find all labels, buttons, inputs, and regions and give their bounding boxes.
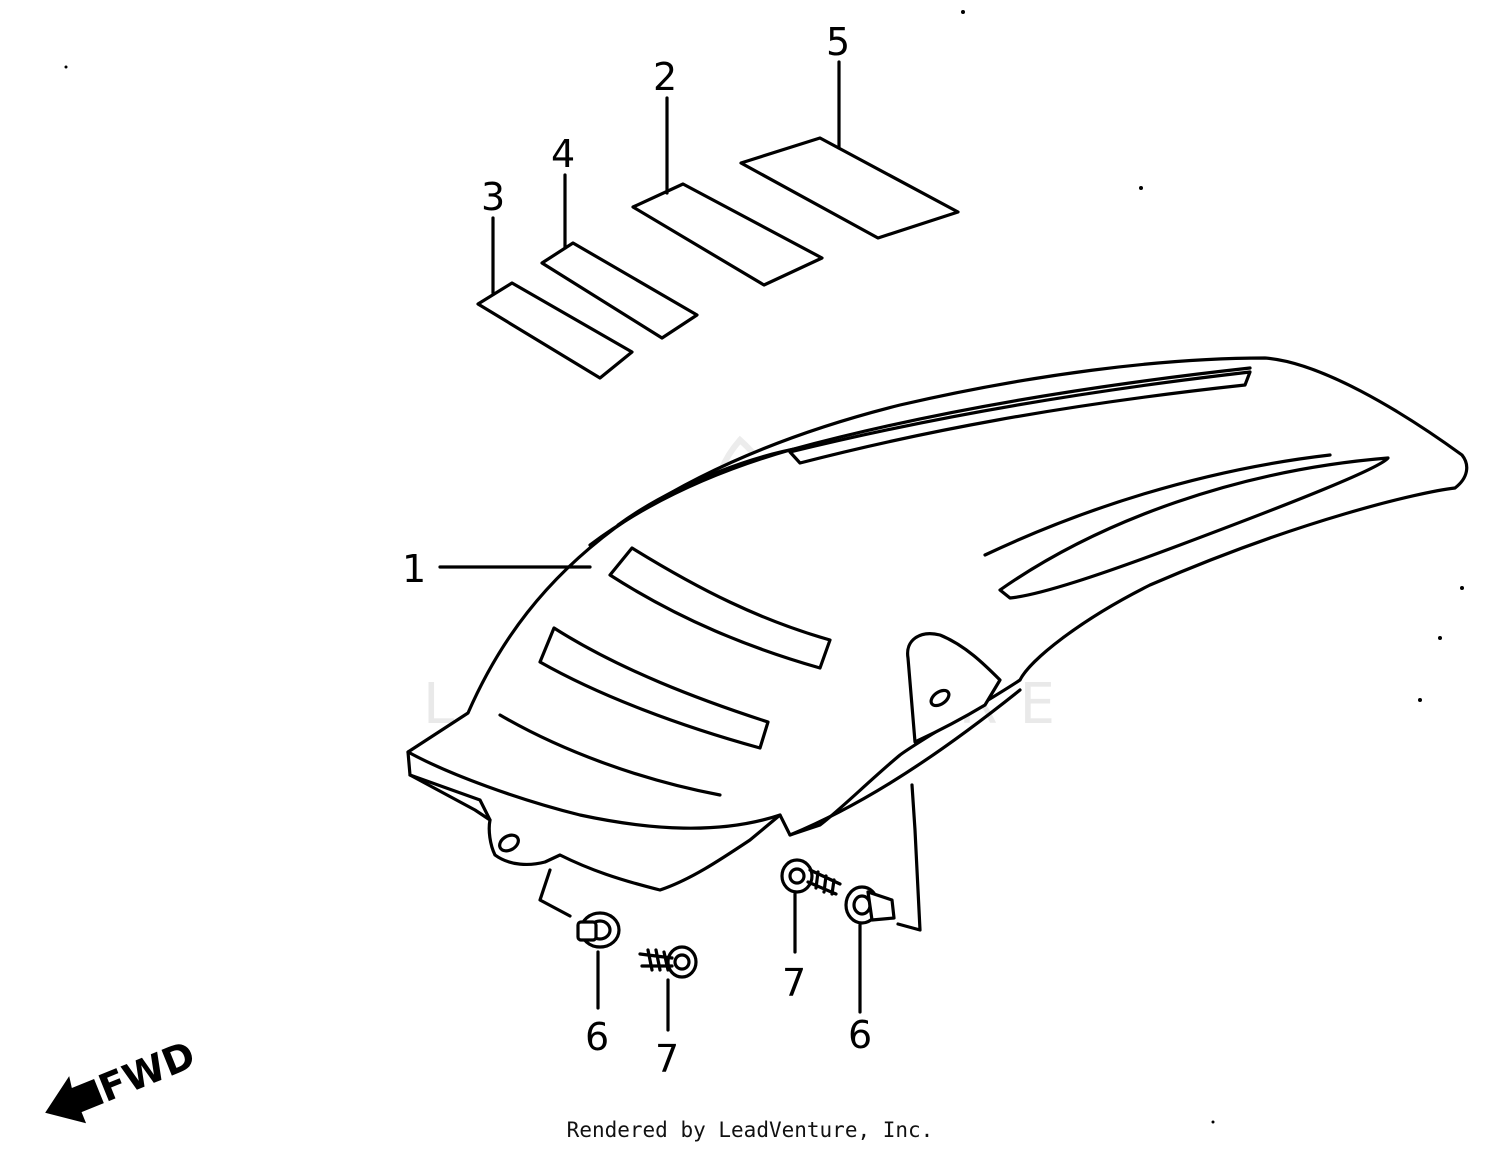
decal-4 <box>540 241 699 340</box>
callout-2: 2 <box>653 55 677 99</box>
collar-6-right <box>844 885 896 925</box>
callout-6-left: 6 <box>585 1015 609 1059</box>
bolt-7-right <box>780 858 842 896</box>
callout-4: 4 <box>551 132 575 176</box>
fwd-label: FWD <box>93 1033 202 1111</box>
callout-5: 5 <box>826 20 850 64</box>
callout-6-right: 6 <box>848 1013 872 1057</box>
fwd-arrow-icon <box>45 1076 104 1124</box>
bolt-7-left <box>638 945 698 979</box>
scan-specks <box>64 10 1464 1124</box>
decal-5 <box>739 136 960 240</box>
leader-6-left-mount <box>538 868 572 918</box>
leader-6-right-mount <box>896 783 922 932</box>
decal-3 <box>476 281 634 380</box>
callout-3: 3 <box>481 175 505 219</box>
decal-2 <box>631 182 824 287</box>
rear-fender <box>406 356 1469 892</box>
callout-7-left: 7 <box>655 1037 679 1081</box>
render-credit: Rendered by LeadVenture, Inc. <box>566 1118 934 1142</box>
collar-6-left <box>576 911 621 949</box>
callout-1: 1 <box>402 547 426 591</box>
callout-7-right: 7 <box>782 961 806 1005</box>
